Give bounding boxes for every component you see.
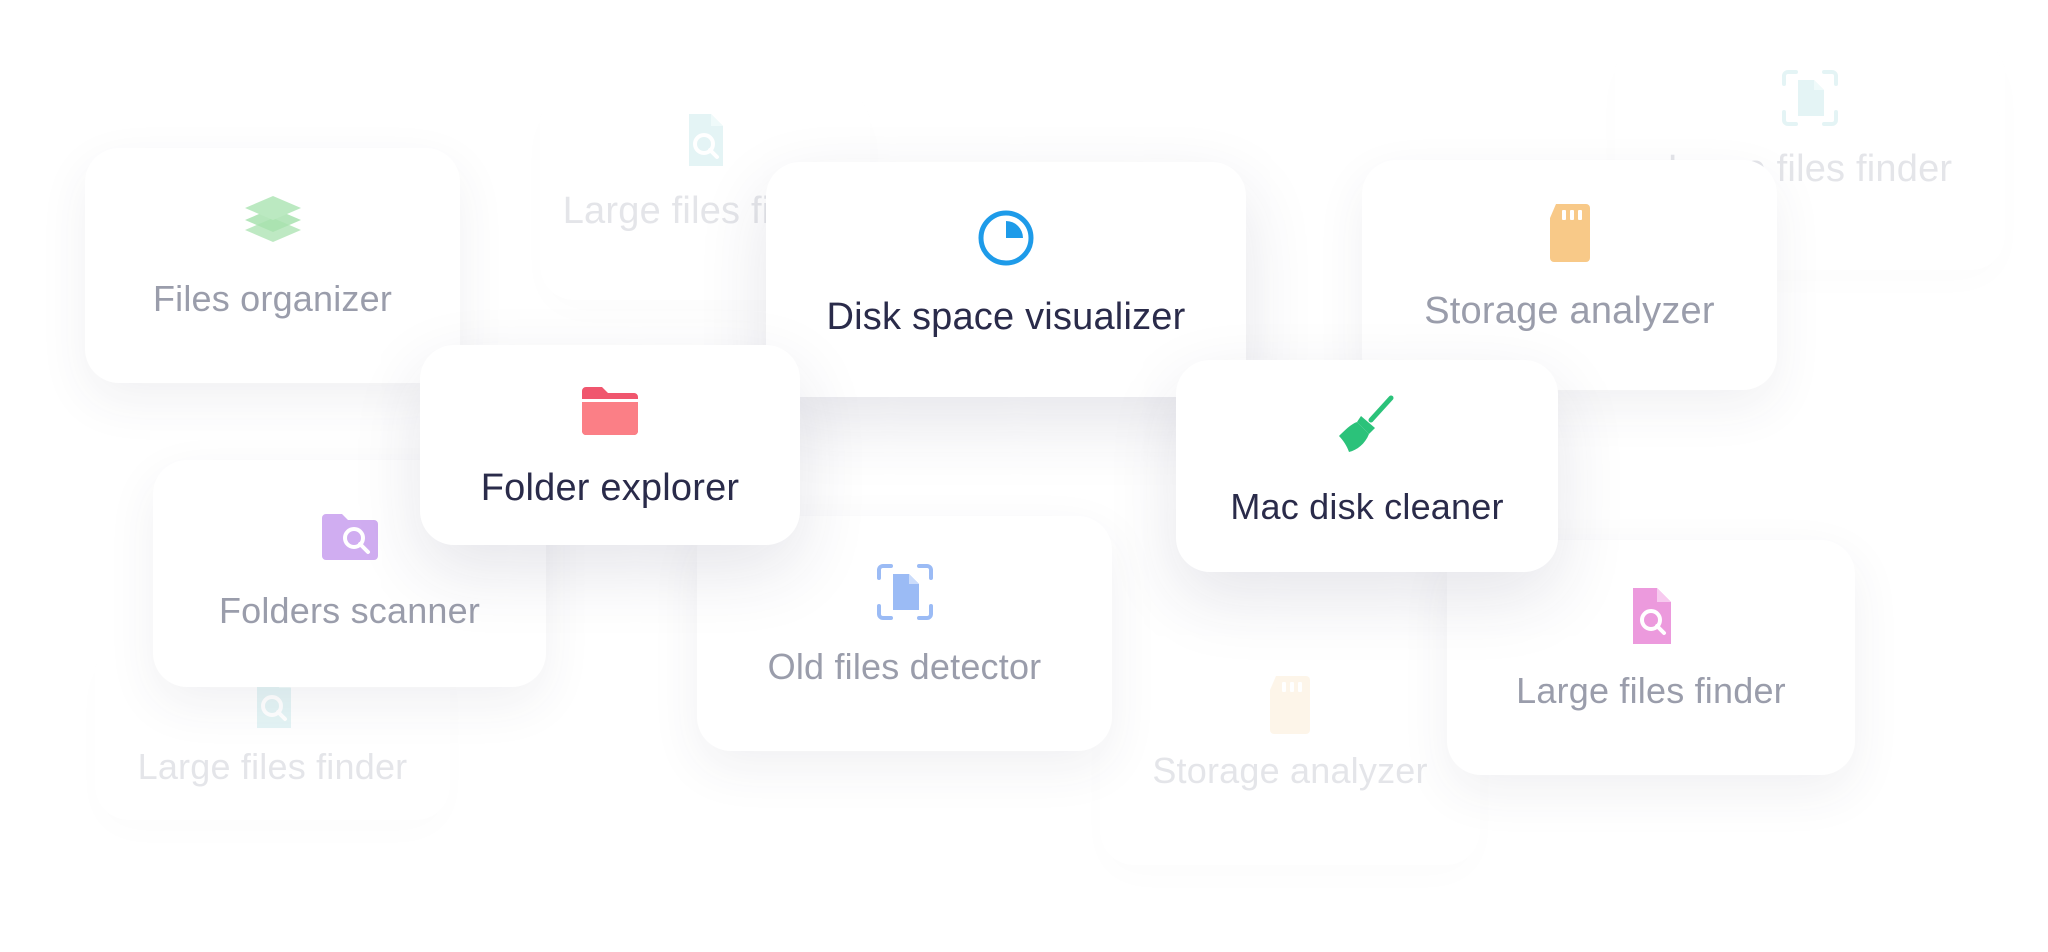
card-label: Old files detector: [767, 646, 1042, 687]
storage-analyzer-card[interactable]: Storage analyzer: [1100, 640, 1480, 865]
card-label: Large files finder: [137, 746, 408, 787]
sd-card-icon: [1270, 676, 1310, 734]
card-label: Storage analyzer: [1152, 750, 1428, 791]
layers-icon: [244, 196, 301, 242]
broom-icon: [1339, 395, 1394, 452]
card-label: Folders scanner: [218, 590, 481, 631]
card-label: Disk space visualizer: [826, 296, 1186, 338]
pie-chart-icon: [978, 210, 1034, 266]
card-label: Mac disk cleaner: [1230, 486, 1504, 527]
files-organizer-card[interactable]: Files organizer: [85, 148, 460, 383]
storage-analyzer-card[interactable]: Storage analyzer: [1362, 160, 1777, 390]
file-search-icon: [1633, 588, 1671, 644]
file-scan-icon: [1782, 70, 1838, 126]
folder-icon: [582, 387, 638, 435]
sd-card-icon: [1549, 204, 1590, 262]
card-label: Files organizer: [152, 278, 393, 319]
folders-scanner-card[interactable]: Folders scanner: [153, 460, 546, 687]
mac-disk-cleaner-card[interactable]: Mac disk cleaner: [1176, 360, 1558, 572]
card-label: Large files finder: [1516, 670, 1786, 711]
file-search-icon: [689, 114, 723, 166]
disk-space-visualizer-card[interactable]: Disk space visualizer: [766, 162, 1246, 397]
large-files-finder-card[interactable]: Large files finder: [1447, 540, 1855, 775]
old-files-detector-card[interactable]: Old files detector: [697, 516, 1112, 751]
folder-search-icon: [321, 514, 378, 560]
file-scan-icon: [876, 564, 933, 620]
card-label: Storage analyzer: [1424, 290, 1715, 332]
folder-explorer-card[interactable]: Folder explorer: [420, 345, 800, 545]
card-label: Folder explorer: [480, 467, 740, 509]
